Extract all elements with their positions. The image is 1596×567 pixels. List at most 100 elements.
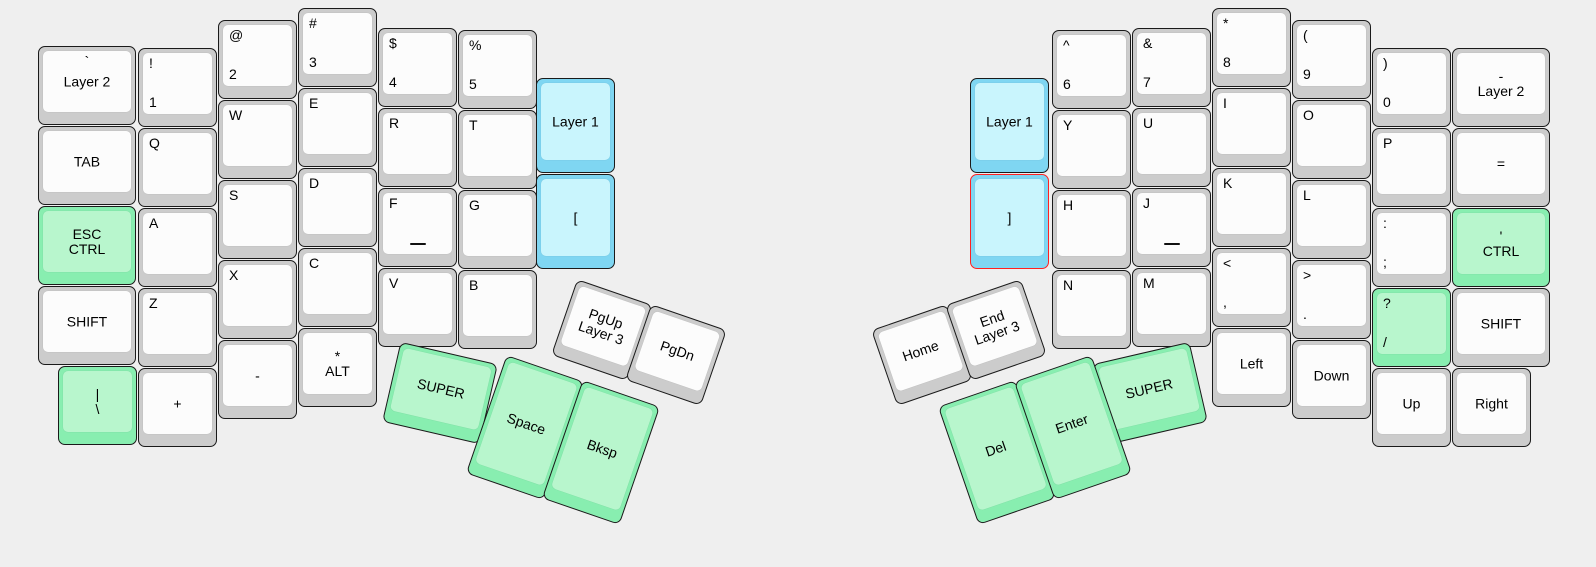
key-p[interactable]: P: [1372, 128, 1451, 207]
key-semicolon[interactable]: :;: [1372, 208, 1451, 287]
key-minus[interactable]: -: [218, 340, 297, 419]
key-legend-top: *: [1223, 15, 1229, 31]
key-l[interactable]: L: [1292, 180, 1371, 259]
key-bracket-right[interactable]: ]: [970, 174, 1049, 269]
key-9[interactable]: (9: [1292, 20, 1371, 99]
key-legend-center: Up: [1402, 394, 1421, 411]
key-k[interactable]: K: [1212, 168, 1291, 247]
key-z[interactable]: Z: [138, 288, 217, 367]
key-legend-top: D: [309, 175, 320, 191]
key-shift[interactable]: SHIFT: [38, 286, 136, 365]
key-legend-top: P: [1383, 135, 1393, 151]
key-down[interactable]: Down: [1292, 340, 1371, 419]
key-5[interactable]: %5: [458, 30, 537, 109]
key-6[interactable]: ^6: [1052, 30, 1131, 109]
key-slash[interactable]: ?/: [1372, 288, 1451, 367]
key-r[interactable]: R: [378, 108, 457, 187]
key-bracket-left[interactable]: [: [536, 174, 615, 269]
key-u[interactable]: U: [1132, 108, 1211, 187]
key-legend-top: K: [1223, 175, 1233, 191]
key-q[interactable]: Q: [138, 128, 217, 207]
key-cap: ?/: [1377, 293, 1446, 354]
key-f[interactable]: F: [378, 188, 457, 267]
key-legend-stacked: * ALT: [325, 347, 350, 379]
key-1[interactable]: !1: [138, 48, 217, 127]
key-v[interactable]: V: [378, 268, 457, 347]
key-x[interactable]: X: [218, 260, 297, 339]
key-right[interactable]: Right: [1452, 368, 1531, 447]
key-legend-top: Y: [1063, 117, 1073, 133]
key-cap: Down: [1297, 345, 1366, 406]
key-layer1-right[interactable]: Layer 1: [970, 78, 1049, 173]
key-legend-center: SUPER: [1123, 375, 1175, 402]
key-comma[interactable]: <,: [1212, 248, 1291, 327]
key-cap: @2: [223, 25, 292, 86]
key-legend-top: V: [389, 275, 399, 291]
key-2[interactable]: @2: [218, 20, 297, 99]
key-left[interactable]: Left: [1212, 328, 1291, 407]
key-8[interactable]: *8: [1212, 8, 1291, 87]
key-legend-top: #: [309, 15, 317, 31]
key-legend-top: G: [469, 197, 480, 213]
key-cap: Layer 1: [975, 83, 1044, 160]
key-s[interactable]: S: [218, 180, 297, 259]
key-d[interactable]: D: [298, 168, 377, 247]
key-g[interactable]: G: [458, 190, 537, 269]
key-3[interactable]: #3: [298, 8, 377, 87]
key-y[interactable]: Y: [1052, 110, 1131, 189]
key-cap: %5: [463, 35, 532, 96]
key-equal[interactable]: =: [1452, 128, 1550, 207]
key-o[interactable]: O: [1292, 100, 1371, 179]
key-cap: L: [1297, 185, 1366, 246]
key-cap: ]: [975, 179, 1044, 256]
key-legend-top: $: [389, 35, 397, 51]
key-esc-ctrl[interactable]: ESC CTRL: [38, 206, 136, 285]
key-a[interactable]: A: [138, 208, 217, 287]
key-plus[interactable]: +: [138, 368, 217, 447]
key-cap: * ALT: [303, 333, 372, 394]
key-h[interactable]: H: [1052, 190, 1131, 269]
key-4[interactable]: $4: [378, 28, 457, 107]
key-legend-stacked: | \: [95, 385, 100, 417]
key-legend-top: I: [1223, 95, 1227, 111]
key-cap: SHIFT: [1457, 293, 1545, 354]
key-t[interactable]: T: [458, 110, 537, 189]
key-cap: $4: [383, 33, 452, 94]
key-w[interactable]: W: [218, 100, 297, 179]
key-grave-layer2[interactable]: `Layer 2: [38, 46, 136, 125]
key-alt[interactable]: * ALT: [298, 328, 377, 407]
key-7[interactable]: &7: [1132, 28, 1211, 107]
key-cap: F: [383, 193, 452, 254]
key-0[interactable]: )0: [1372, 48, 1451, 127]
key-period[interactable]: >.: [1292, 260, 1371, 339]
key-cap: P: [1377, 133, 1446, 194]
key-cap: (9: [1297, 25, 1366, 86]
key-pipe-backslash[interactable]: | \: [58, 366, 137, 445]
key-tab[interactable]: TAB: [38, 126, 136, 205]
key-b[interactable]: B: [458, 270, 537, 349]
key-e[interactable]: E: [298, 88, 377, 167]
key-cap: Right: [1457, 373, 1526, 434]
key-legend-stacked: ESC CTRL: [68, 225, 106, 257]
key-legend-center: TAB: [73, 152, 101, 169]
key-legend-top: J: [1143, 195, 1150, 211]
key-layer1-left[interactable]: Layer 1: [536, 78, 615, 173]
key-i[interactable]: I: [1212, 88, 1291, 167]
key-legend-bottom: 5: [469, 75, 477, 92]
key-j[interactable]: J: [1132, 188, 1211, 267]
key-minus-layer2[interactable]: - Layer 2: [1452, 48, 1550, 127]
key-legend-top: ^: [1063, 37, 1070, 53]
key-up[interactable]: Up: [1372, 368, 1451, 447]
key-m[interactable]: M: [1132, 268, 1211, 347]
key-shift-right[interactable]: SHIFT: [1452, 288, 1550, 367]
key-cap: O: [1297, 105, 1366, 166]
key-n[interactable]: N: [1052, 270, 1131, 349]
key-legend-center: Down: [1313, 366, 1350, 383]
key-cap: Left: [1217, 333, 1286, 394]
key-legend-bottom: 4: [389, 73, 397, 90]
key-c[interactable]: C: [298, 248, 377, 327]
key-cap: J: [1137, 193, 1206, 254]
key-quote-ctrl[interactable]: ' CTRL: [1452, 208, 1550, 287]
